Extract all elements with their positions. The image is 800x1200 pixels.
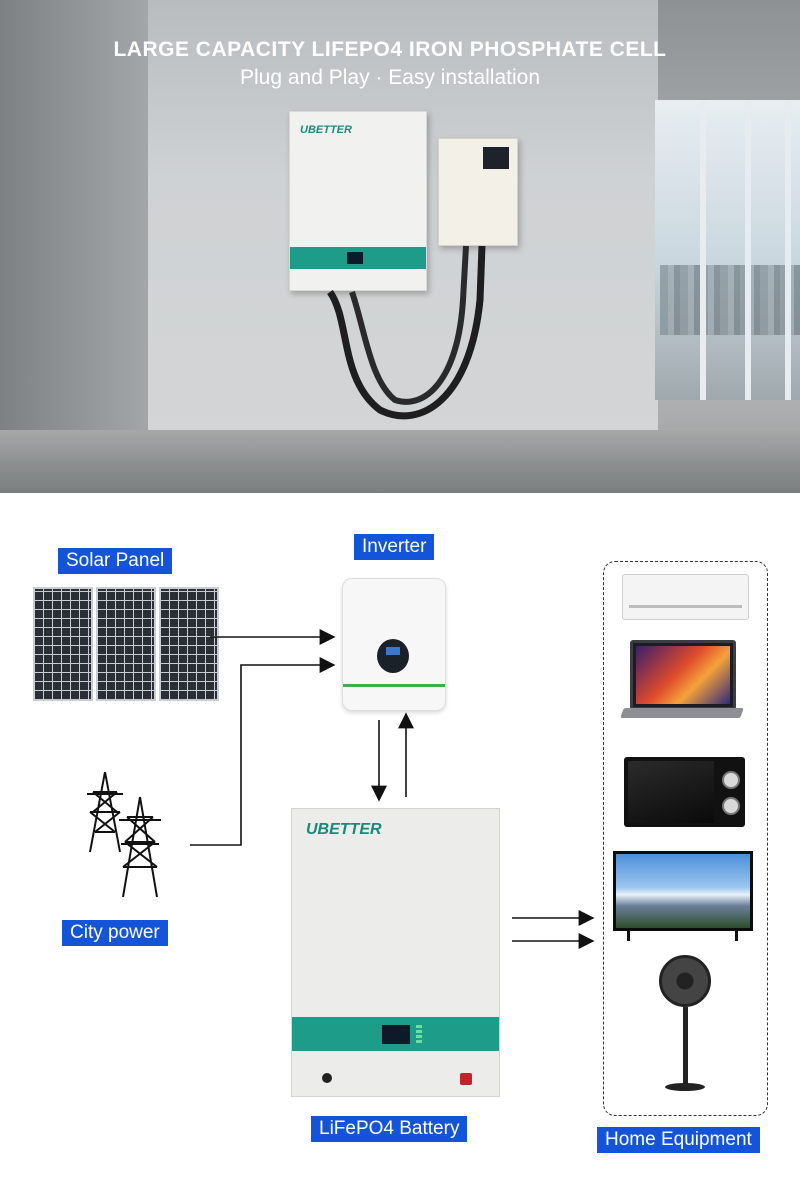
wall-cables [327, 245, 486, 420]
battery-lcd [382, 1025, 410, 1044]
solar-panel-icon [96, 587, 156, 701]
floor [0, 430, 800, 493]
window-mullion [785, 100, 791, 400]
battery-logo: UBETTER [306, 821, 382, 838]
home-equipment-box [603, 561, 768, 1116]
air-conditioner-icon [622, 574, 749, 620]
wall-battery-lcd [347, 252, 363, 264]
lifepo4-battery-unit: UBETTER [291, 808, 500, 1097]
fan-icon [655, 955, 715, 1095]
inverter-unit [342, 578, 446, 711]
home-equipment-label: Home Equipment [597, 1127, 760, 1153]
window-mullion [745, 100, 751, 400]
city-skyline [660, 265, 800, 335]
wall-battery-logo: UBETTER [300, 124, 352, 136]
wall-battery-unit: UBETTER [289, 111, 427, 291]
power-tower-icon [87, 772, 161, 898]
laptop-icon [620, 640, 744, 740]
solar-panel-label: Solar Panel [58, 548, 173, 574]
hero-photo: UBETTER LARGE CAPACITY LIFEPO4 IRON PHOS… [0, 0, 800, 493]
inverter-stripe [343, 684, 445, 687]
hero-subtitle: Plug and Play · Easy installation [240, 66, 540, 89]
solar-panel-icon [159, 587, 219, 701]
wall-inverter-screen [483, 147, 509, 169]
inverter-screen [377, 639, 409, 673]
microwave-icon [624, 757, 745, 827]
wall-inverter-unit [438, 138, 518, 246]
city-power-label: City power [62, 920, 168, 946]
left-wall [0, 0, 150, 493]
battery-terminal-red [460, 1073, 472, 1085]
battery-label: LiFePO4 Battery [311, 1116, 468, 1142]
window-mullion [700, 100, 706, 400]
hero-title: LARGE CAPACITY LIFEPO4 IRON PHOSPHATE CE… [113, 38, 667, 61]
solar-panel-icon [33, 587, 93, 701]
inverter-label: Inverter [354, 534, 435, 560]
tv-icon [613, 851, 753, 941]
battery-terminal [322, 1073, 332, 1083]
window-view [655, 100, 800, 400]
battery-leds [416, 1025, 422, 1045]
